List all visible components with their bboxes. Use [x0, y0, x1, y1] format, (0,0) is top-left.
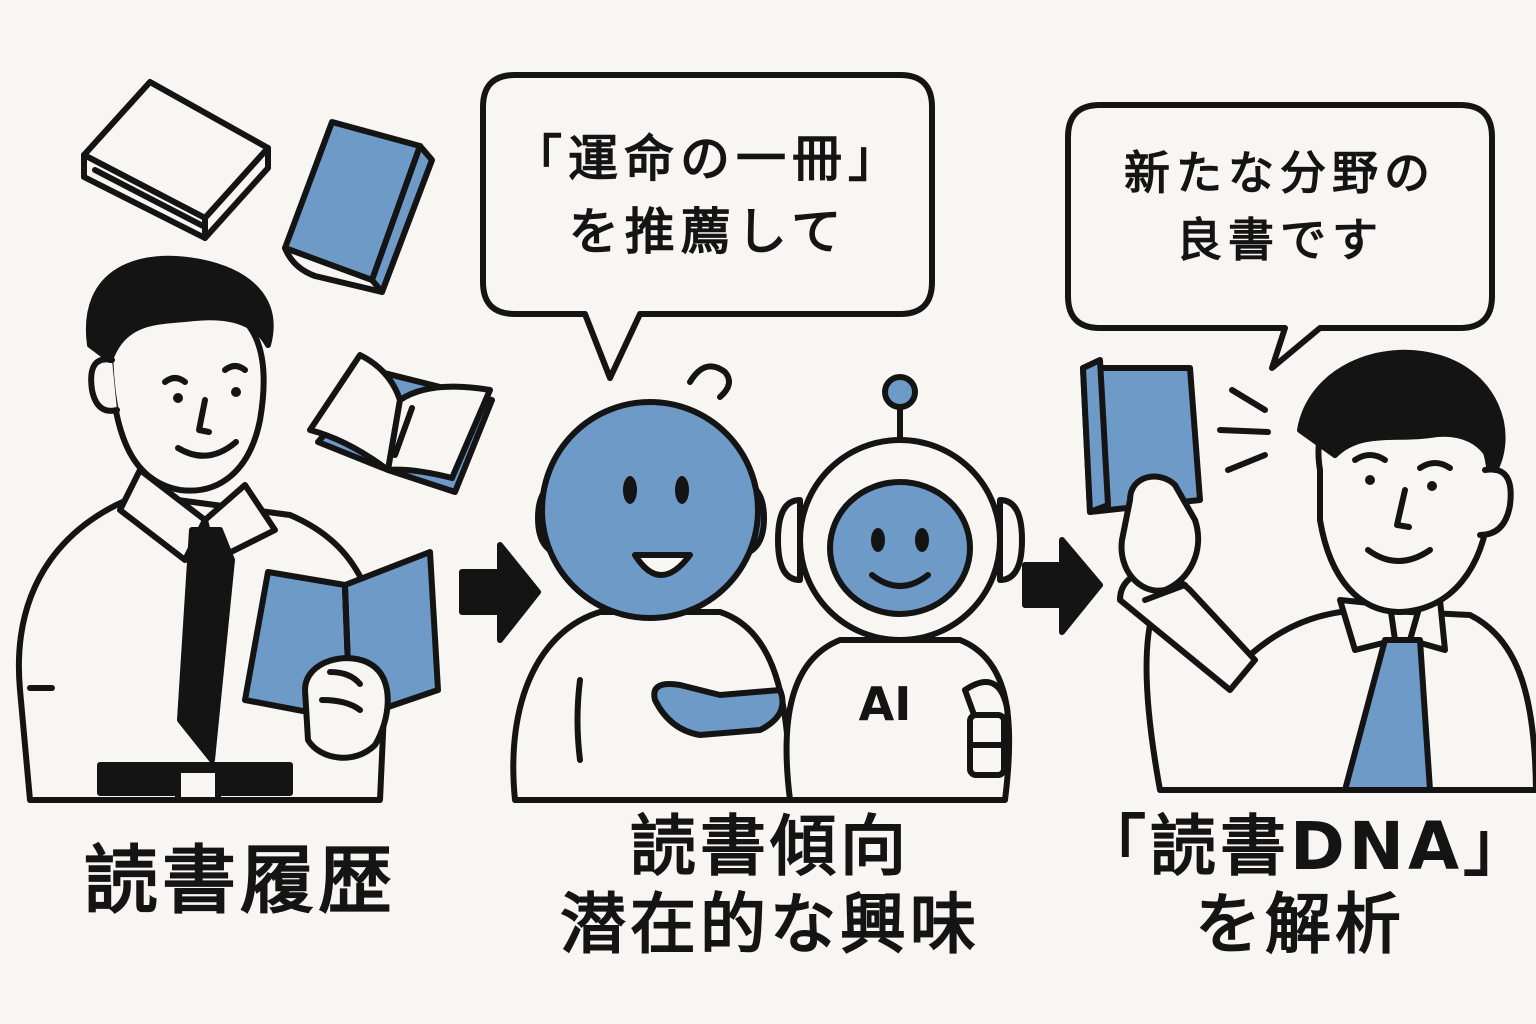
- step-2-label-line-1: 読書傾向: [630, 808, 910, 885]
- step-3-label-line-2: を解析: [1195, 885, 1405, 963]
- businessman-holding-book-icon: [1080, 349, 1536, 793]
- speech-bubble-1-text: 「運命の一冊」 を推薦して: [488, 123, 928, 268]
- step-2-label: 読書傾向 潜在的な興味: [520, 808, 1020, 964]
- speech-bubble: [1065, 102, 1495, 371]
- step-3-label: 「読書DNA」 を解析: [1080, 808, 1534, 964]
- held-book-icon: [242, 549, 441, 761]
- ai-robot-icon: [775, 374, 1025, 803]
- speech-bubble-2-line-1: 新たな分野の: [1124, 146, 1436, 200]
- closed-book-icon: [81, 79, 271, 241]
- humanoid-robot-icon: [510, 363, 793, 803]
- arrow-right-icon: [1022, 537, 1103, 635]
- step-3-label-line-1: 「読書DNA」: [1080, 808, 1534, 885]
- speech-bubble-2-line-2: 良書です: [1176, 212, 1384, 267]
- speech-bubble-1-line-2: を推薦して: [568, 202, 848, 261]
- open-book-icon: [307, 352, 495, 495]
- arrow-right-icon: [459, 542, 541, 643]
- speech-bubble-1-line-1: 「運命の一冊」: [512, 130, 904, 188]
- blue-book-icon: [282, 119, 435, 295]
- speech-bubble: [480, 72, 935, 381]
- step-1-label: 読書履歴: [30, 838, 450, 925]
- robot-ai-badge: AI: [859, 677, 912, 731]
- step-1-label-line-1: 読書履歴: [84, 838, 396, 924]
- step-2-label-line-2: 潜在的な興味: [560, 885, 980, 963]
- businessman-reading-icon: [15, 255, 388, 803]
- speech-bubble-2-text: 新たな分野の 良書です: [1074, 140, 1486, 273]
